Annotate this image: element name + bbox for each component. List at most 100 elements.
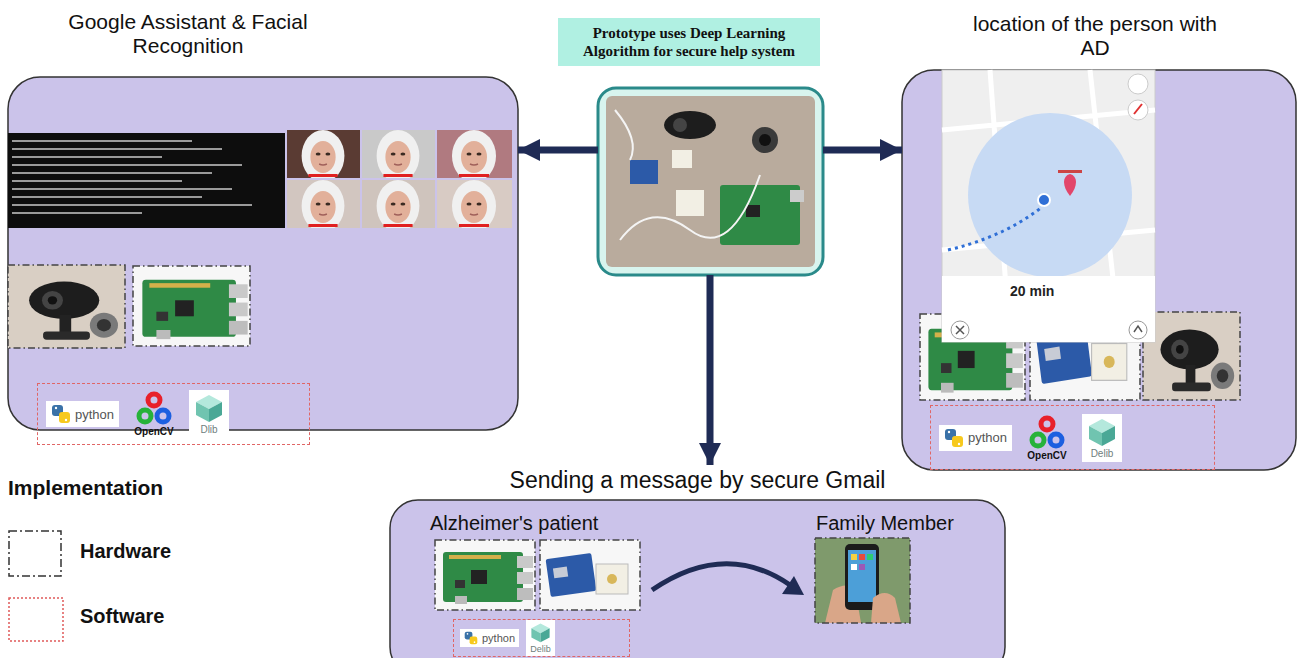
py-text: python xyxy=(482,632,515,644)
py-logo-item: python xyxy=(939,425,1012,451)
panel-shapes-part xyxy=(390,500,1005,658)
dl-logo xyxy=(530,622,551,643)
text-holder: Google Assistant & Facial Recognition xyxy=(68,10,308,58)
prototype-photo-part xyxy=(759,134,771,146)
cv-logo xyxy=(134,391,174,425)
py-logo-item: python xyxy=(460,629,519,647)
map-screenshot-part xyxy=(1058,170,1082,173)
map-screenshot-part xyxy=(1134,326,1142,332)
prototype-box: Prototype uses Deep Learning Algorithm f… xyxy=(598,88,823,275)
dl-logo-part xyxy=(531,628,540,642)
send-arrow-part xyxy=(652,564,790,590)
dl-logo-item: Delib xyxy=(1082,414,1122,462)
label-holder: Implementation xyxy=(8,476,163,500)
map-screenshot-part xyxy=(1128,100,1148,120)
hardware-photos-part xyxy=(1143,312,1240,400)
cv-logo-part xyxy=(1032,434,1044,446)
legend-sample-shape xyxy=(9,598,63,641)
py-logo-part xyxy=(958,442,960,444)
leg-text: Software xyxy=(80,605,164,628)
text-holder: Alzheimer's patient xyxy=(430,512,650,535)
py-logo xyxy=(944,428,964,448)
dl-text: Delib xyxy=(1091,448,1114,459)
terminal-screenshot-part xyxy=(12,180,182,182)
prototype-photo-part xyxy=(598,88,823,275)
terminal-screenshot-part xyxy=(12,148,222,150)
map-screenshot-part xyxy=(968,113,1132,277)
feature-panel: Google Assistant & Facial Recognition pyt… xyxy=(8,8,518,430)
feature-panel: location of the person with AD pythonOpen… xyxy=(902,10,1296,470)
min-text: 20 min xyxy=(1010,283,1054,299)
hardware-photos-part xyxy=(8,265,125,348)
sub-text: Alzheimer's patient xyxy=(430,512,650,535)
feature-panel: Sending a message by secure GmailAlzheim… xyxy=(390,465,1005,658)
hardware-photos-part xyxy=(8,265,125,348)
prototype-photo-part xyxy=(615,110,633,160)
hardware-photos-part xyxy=(435,540,535,610)
terminal-screenshot-part xyxy=(12,204,252,206)
send-arrow-part xyxy=(782,576,804,595)
panel-shapes-part xyxy=(902,70,1296,470)
prototype-photo-part xyxy=(673,118,687,132)
panel-shapes-part xyxy=(8,77,518,430)
prototype-photo-part xyxy=(630,160,658,184)
software-box: pythonOpenCV Delib xyxy=(930,405,1215,470)
leg-text: Hardware xyxy=(80,540,171,563)
terminal-screenshot xyxy=(8,133,285,228)
cv-logo-part xyxy=(1050,434,1062,446)
text-holder: Prototype uses Deep Learning Algorithm f… xyxy=(558,18,820,66)
hardware-photos-part xyxy=(540,540,640,610)
hardware-photos-part xyxy=(540,540,640,610)
head-text: location of the person with AD xyxy=(960,12,1230,60)
dl-logo-part xyxy=(1089,426,1102,446)
cv-logo-part xyxy=(1041,418,1053,430)
face-photos-part xyxy=(377,130,420,182)
py-text: python xyxy=(968,430,1007,445)
hardware-photos-part xyxy=(435,540,535,610)
hardware-photos-part xyxy=(815,538,910,623)
cv-logo-item: OpenCV xyxy=(129,388,179,440)
map-screenshot-part xyxy=(942,70,1155,342)
face-photos xyxy=(287,130,512,232)
prototype-photo-part xyxy=(752,127,778,153)
dl-logo-item: Dlib xyxy=(189,390,229,438)
cv-logo-part xyxy=(148,394,160,406)
terminal-screenshot-part xyxy=(12,188,232,190)
cv-text: OpenCV xyxy=(1027,450,1066,461)
legend-sample-shape xyxy=(9,531,61,576)
face-photos-part xyxy=(452,180,496,232)
connector-arrow xyxy=(518,147,598,154)
map-screenshot-part xyxy=(942,276,1155,342)
prototype-photo-part xyxy=(746,205,760,217)
connector-arrow xyxy=(707,275,714,465)
py-logo xyxy=(51,404,71,424)
legend-holder: Hardware xyxy=(80,540,171,563)
face-photos-part xyxy=(302,180,345,232)
terminal-screenshot-part xyxy=(12,156,162,158)
prototype-photo-part xyxy=(672,150,692,168)
py-logo xyxy=(464,631,478,645)
py-logo-part xyxy=(59,412,70,423)
send-arrow xyxy=(652,564,804,595)
terminal-screenshot-part xyxy=(12,172,212,174)
prototype-photo-part xyxy=(620,175,760,240)
map-screenshot-part xyxy=(948,200,1045,250)
py-logo-part xyxy=(948,430,950,432)
dl-logo-item: Delib xyxy=(526,620,555,656)
cv-text: OpenCV xyxy=(134,426,173,437)
dl-logo xyxy=(194,393,224,423)
dl-logo xyxy=(1087,417,1117,447)
py-logo-part xyxy=(952,436,963,447)
prototype-photo-part xyxy=(664,111,716,139)
py-text: python xyxy=(75,407,114,422)
impl-text: Implementation xyxy=(8,476,163,500)
dl-logo-part xyxy=(209,402,222,422)
hardware-photos-part xyxy=(1143,312,1240,400)
terminal-screenshot-part xyxy=(12,212,142,214)
terminal-screenshot-part xyxy=(12,196,202,198)
face-photos-part xyxy=(452,130,496,182)
dl-logo-part xyxy=(196,402,209,422)
proto-text: Prototype uses Deep Learning Algorithm f… xyxy=(566,24,812,60)
prototype-photo-part xyxy=(790,190,804,202)
